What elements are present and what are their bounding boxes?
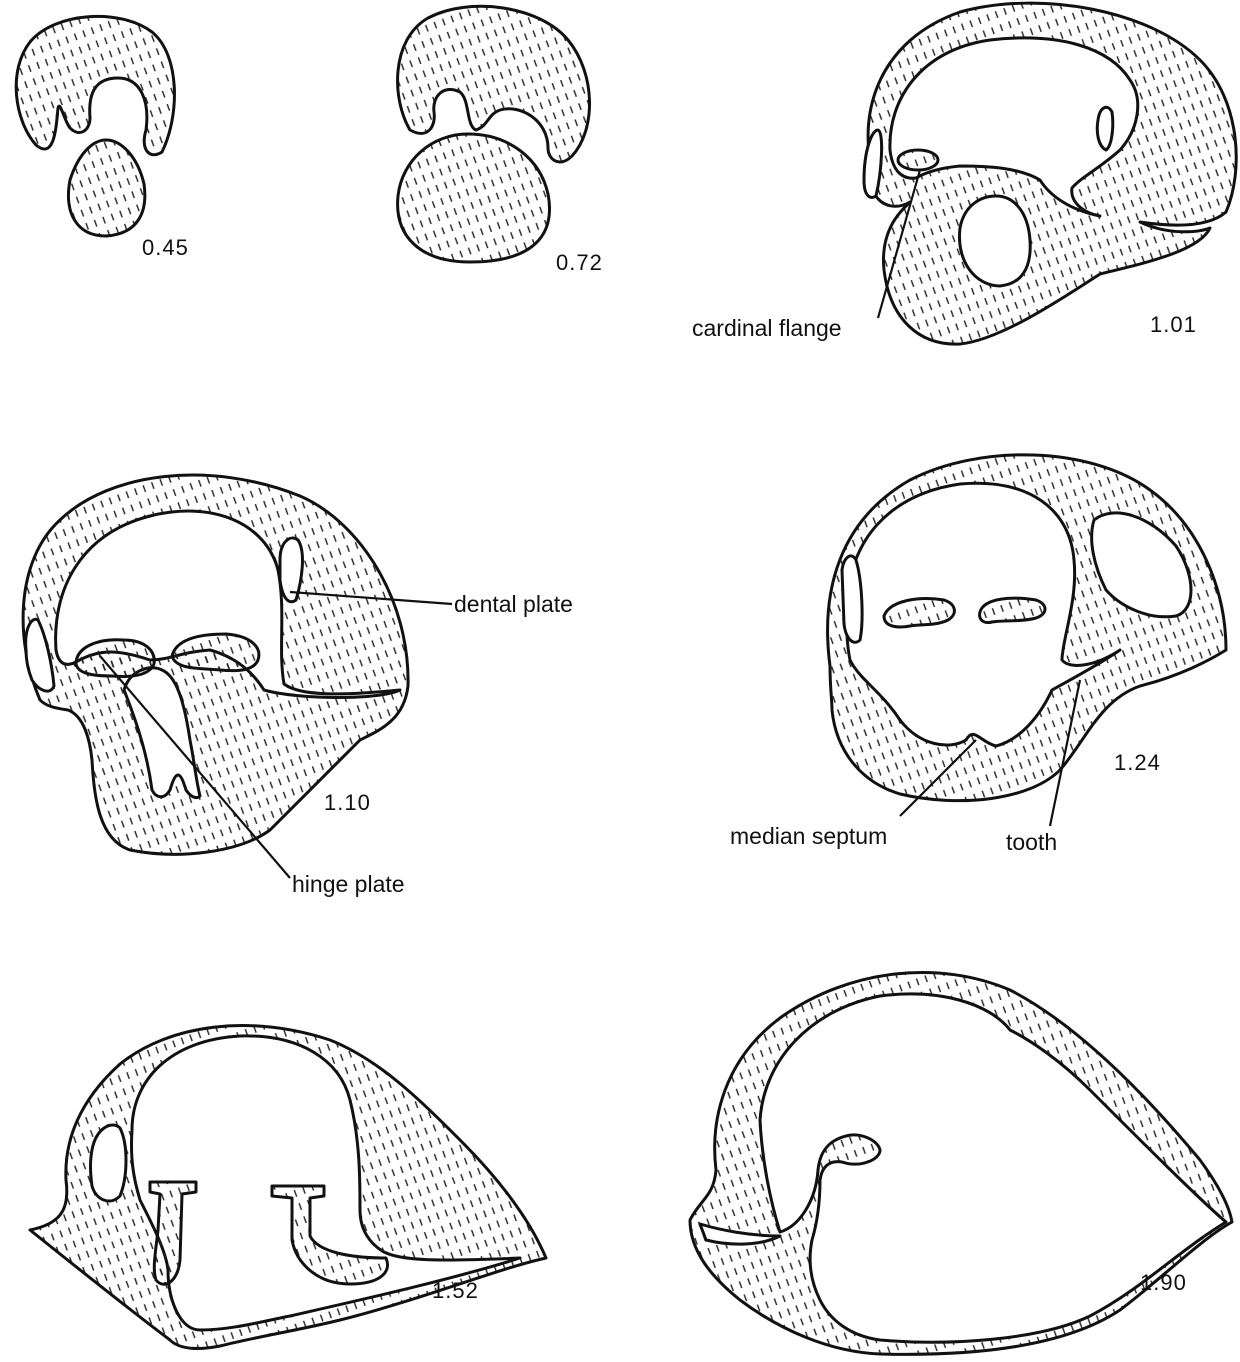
section-1-01: cardinal flange 1.01 <box>692 3 1236 344</box>
section-1-10: dental plate hinge plate 1.10 <box>23 475 573 897</box>
hinge-plate-1-10 <box>76 640 154 677</box>
size-label-1-52: 1.52 <box>432 1278 479 1303</box>
cardinal-flange-1-01 <box>898 150 938 170</box>
size-label-0-45: 0.45 <box>142 235 189 260</box>
section-1-52: 1.52 <box>30 1026 546 1349</box>
size-label-1-01: 1.01 <box>1150 312 1197 337</box>
crural-plate-1-10 <box>172 634 259 671</box>
section-1-90: 1.90 <box>690 972 1232 1354</box>
hinge-plate-right-1-24 <box>980 598 1045 622</box>
lateral-void-1-52 <box>91 1125 127 1201</box>
section-1-24: median septum tooth 1.24 <box>730 455 1226 855</box>
tooth-label: tooth <box>1006 829 1057 855</box>
dental-plate-label: dental plate <box>454 591 573 617</box>
lateral-void-left-1-24 <box>842 556 862 642</box>
section-0-72: 0.72 <box>398 6 603 275</box>
dorsal-valve-0-45 <box>16 16 174 154</box>
size-label-1-10: 1.10 <box>324 790 371 815</box>
hinge-plate-label: hinge plate <box>292 871 405 897</box>
foramen-1-01 <box>959 196 1030 286</box>
median-septum-label: median septum <box>730 823 887 849</box>
ventral-valve-0-72 <box>398 134 550 262</box>
size-label-0-72: 0.72 <box>556 250 603 275</box>
ventral-valve-0-45 <box>69 140 145 236</box>
section-0-45: 0.45 <box>16 16 189 260</box>
cardinal-flange-label: cardinal flange <box>692 315 842 341</box>
size-label-1-90: 1.90 <box>1140 1270 1187 1295</box>
lateral-void-right-1-01 <box>1097 107 1112 150</box>
size-label-1-24: 1.24 <box>1114 750 1161 775</box>
